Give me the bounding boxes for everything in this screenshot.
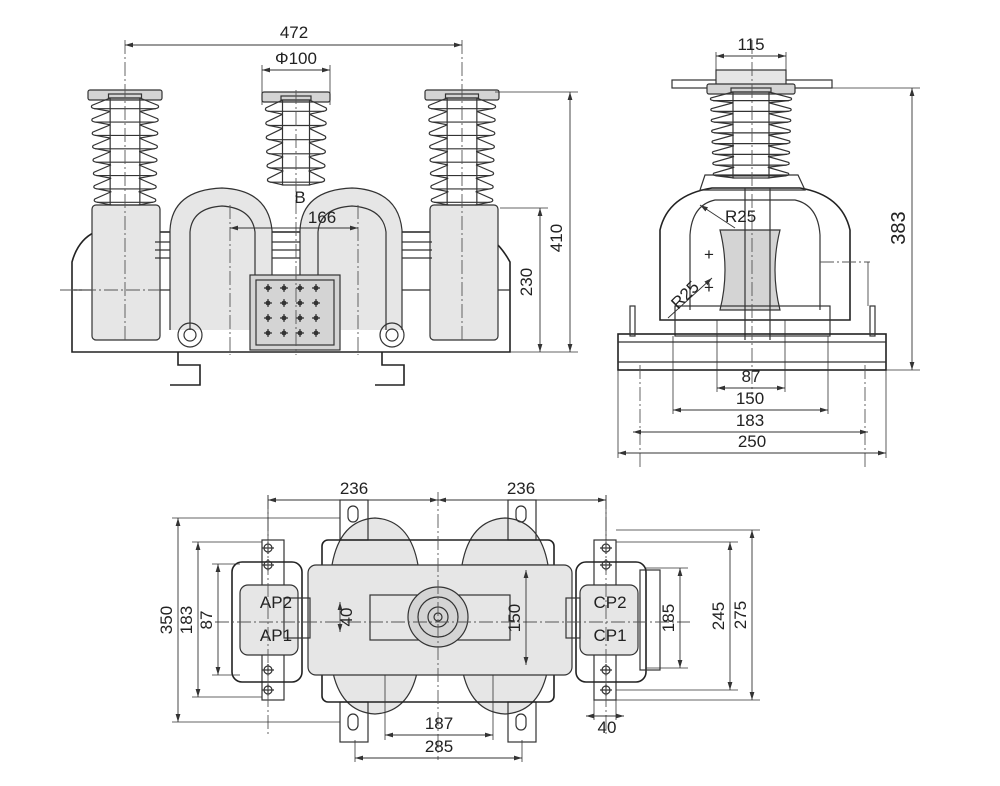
dim-185-label: 185: [659, 604, 678, 632]
dim-250-side-label: 250: [738, 432, 766, 451]
dim-87-plan-label: 87: [197, 611, 216, 630]
phase-b-label: B: [294, 188, 305, 207]
terminal-ap1-label: AP1: [260, 626, 292, 645]
dome-upper-right: [461, 517, 549, 566]
terminal-cp1-label: CP1: [593, 626, 626, 645]
dim-187-label: 187: [425, 714, 453, 733]
dim-166-label: 166: [308, 208, 336, 227]
radius-upper-label: R25: [725, 207, 756, 226]
left-core: [169, 187, 273, 330]
terminal-panel: [249, 274, 341, 351]
right-housing: [429, 204, 499, 341]
plus-upper: +: [704, 245, 714, 264]
dim-245-label: 245: [709, 602, 728, 630]
terminal-ap2-label: AP2: [260, 593, 292, 612]
dim-236-left-label: 236: [340, 479, 368, 498]
right-insulator: [424, 89, 500, 206]
dim-472-label: 472: [280, 23, 308, 42]
dim-115-label: 115: [737, 35, 764, 54]
dim-383-label: 383: [888, 211, 910, 244]
terminal-cp2-label: CP2: [593, 593, 626, 612]
front-view: 472 Φ100 B 166 230 410: [60, 23, 578, 386]
side-insulator: [706, 83, 796, 179]
dim-40-center-label: 40: [337, 608, 356, 627]
dim-150-side-label: 150: [736, 389, 764, 408]
plus-lower: +: [704, 278, 714, 297]
side-body: [659, 187, 851, 321]
dim-350-label: 350: [157, 606, 176, 634]
terminal-grid: [264, 284, 320, 337]
dim-183-plan-label: 183: [177, 606, 196, 634]
dim-bushing-dia-label: Φ100: [275, 49, 317, 68]
dim-183-side-label: 183: [736, 411, 764, 430]
dim-87-side-label: 87: [742, 367, 761, 386]
side-view: 115 383 R25 R25 + + 87 150 183 250: [617, 35, 920, 470]
plan-view: AP2 AP1 CP2 CP1 236 236 350 183 87 40 15: [157, 479, 760, 762]
dim-230-label: 230: [517, 268, 536, 296]
dim-40-bottom-label: 40: [598, 718, 617, 737]
dim-150-plan-label: 150: [505, 604, 524, 632]
dim-410-label: 410: [547, 224, 566, 252]
dim-275-label: 275: [731, 601, 750, 629]
dim-236-right-label: 236: [507, 479, 535, 498]
dim-285-label: 285: [425, 737, 453, 756]
radius-lower-label: R25: [667, 277, 702, 312]
left-housing: [91, 204, 161, 341]
dome-upper-left: [331, 517, 419, 566]
side-core: [719, 229, 781, 311]
